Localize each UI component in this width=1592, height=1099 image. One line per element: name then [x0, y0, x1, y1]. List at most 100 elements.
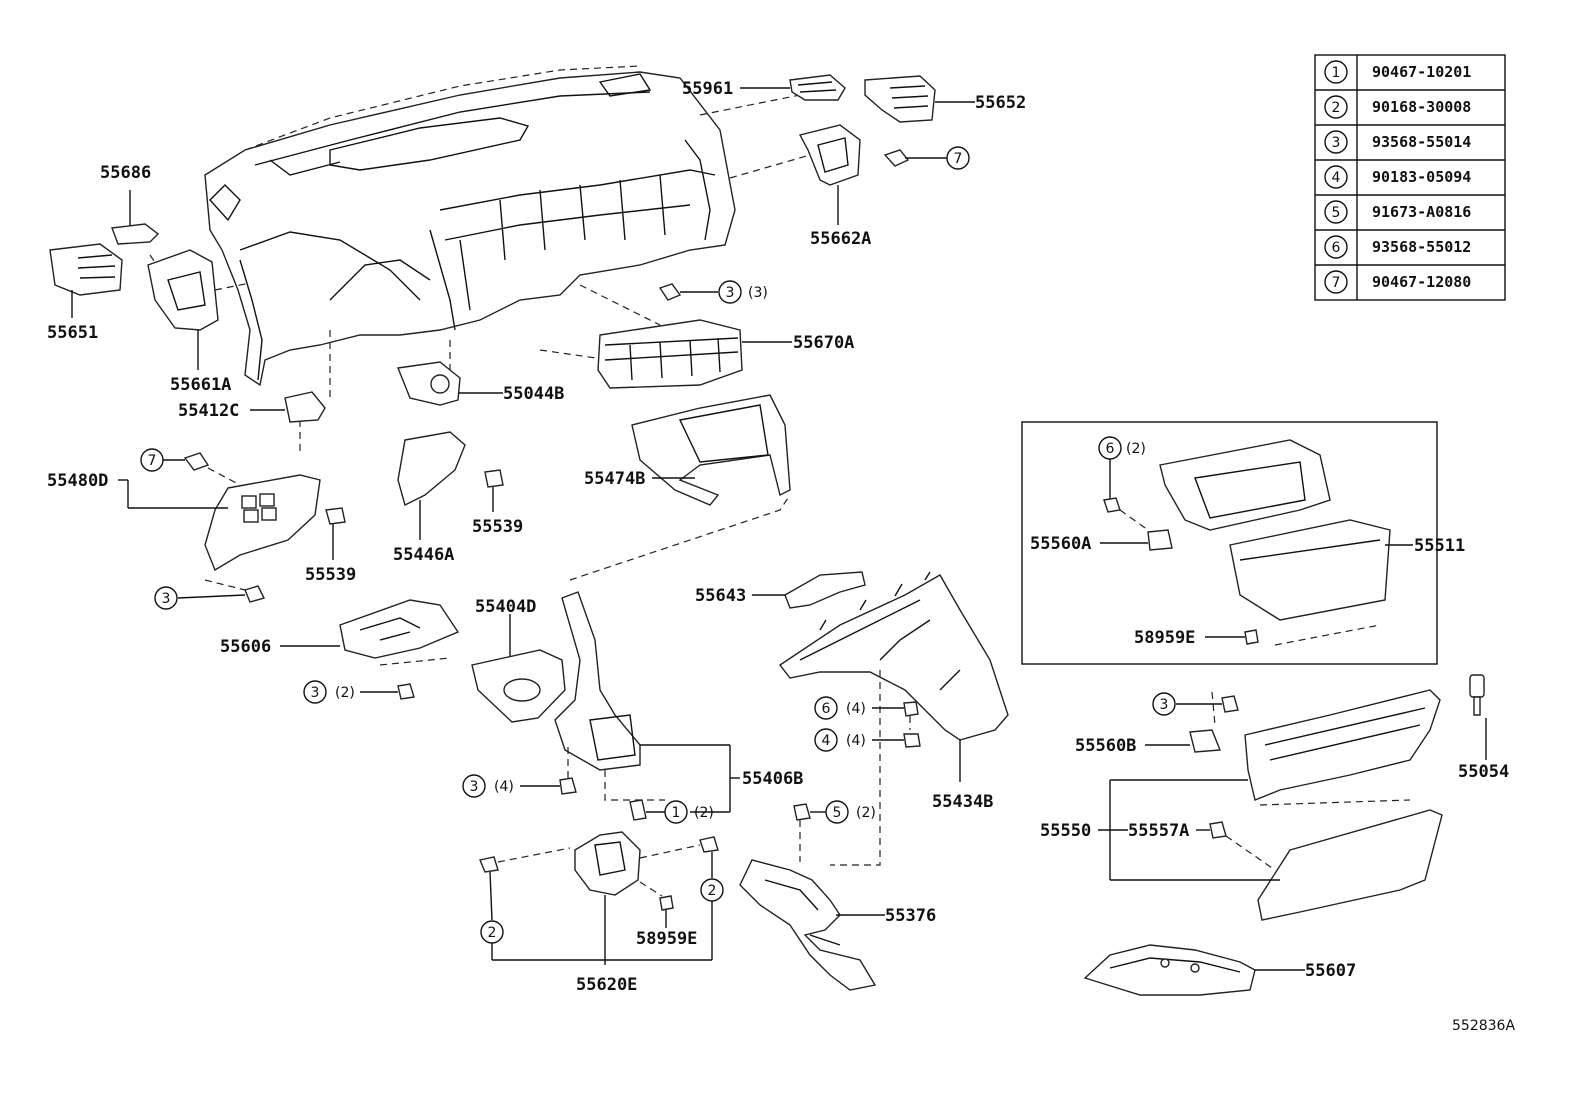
part-55412C — [284, 391, 326, 423]
svg-text:(2): (2) — [1126, 441, 1146, 457]
part-55376 — [739, 859, 877, 991]
label-55606: 55606 — [220, 637, 271, 657]
part-55539-b — [484, 469, 504, 488]
svg-text:(2): (2) — [856, 805, 876, 821]
svg-text:91673-A0816: 91673-A0816 — [1372, 203, 1471, 221]
label-55961: 55961 — [682, 79, 733, 99]
part-55480D — [204, 474, 321, 572]
part-55474B — [631, 394, 791, 506]
svg-text:90183-05094: 90183-05094 — [1372, 168, 1471, 186]
svg-text:3: 3 — [162, 591, 171, 607]
callout-c3c — [303, 680, 327, 704]
svg-text:6: 6 — [1332, 240, 1341, 256]
label-55054: 55054 — [1458, 762, 1509, 782]
table-row: 5 91673-A0816 — [1324, 200, 1471, 224]
part-55054 — [1469, 674, 1485, 716]
label-55446A: 55446A — [393, 545, 454, 565]
svg-text:90467-12080: 90467-12080 — [1372, 273, 1471, 291]
label-58959E-b: 58959E — [636, 929, 697, 949]
svg-text:2: 2 — [708, 883, 717, 899]
svg-text:(4): (4) — [494, 779, 514, 795]
label-55550: 55550 — [1040, 821, 1091, 841]
svg-text:3: 3 — [470, 779, 479, 795]
label-55557A: 55557A — [1128, 821, 1189, 841]
label-55652: 55652 — [975, 93, 1026, 113]
table-row: 6 93568-55012 — [1324, 235, 1471, 259]
svg-text:93568-55014: 93568-55014 — [1372, 133, 1471, 151]
svg-text:(4): (4) — [846, 701, 866, 717]
svg-text:7: 7 — [1332, 275, 1341, 291]
part-55662A — [798, 124, 861, 186]
part-55643 — [784, 571, 866, 609]
callout-c5a — [825, 800, 849, 824]
label-55539-a: 55539 — [305, 565, 356, 585]
label-55560A: 55560A — [1030, 534, 1091, 554]
label-55376: 55376 — [885, 906, 936, 926]
svg-text:(2): (2) — [694, 805, 714, 821]
svg-text:1: 1 — [672, 805, 681, 821]
svg-text:(4): (4) — [846, 733, 866, 749]
svg-text:3: 3 — [311, 685, 320, 701]
part-58959E-b — [659, 895, 674, 911]
part-55404D — [471, 649, 566, 723]
part-55606 — [339, 599, 460, 659]
fastener-table: 1 90467-10201 2 90168-30008 3 93568-5501… — [1314, 54, 1506, 301]
label-55607: 55607 — [1305, 961, 1356, 981]
callout-c4a — [814, 728, 838, 752]
label-55406B: 55406B — [742, 769, 803, 789]
svg-text:7: 7 — [148, 453, 157, 469]
svg-text:1: 1 — [1332, 65, 1341, 81]
label-55661A: 55661A — [170, 375, 231, 395]
part-55670A — [597, 319, 743, 389]
svg-text:(3): (3) — [748, 285, 768, 301]
label-55474B: 55474B — [584, 469, 645, 489]
svg-text:6: 6 — [822, 701, 831, 717]
table-row: 3 93568-55014 — [1324, 130, 1471, 154]
part-55651 — [49, 243, 123, 296]
svg-text:4: 4 — [822, 733, 831, 749]
label-55643: 55643 — [695, 586, 746, 606]
part-55044B — [397, 361, 461, 406]
label-55686: 55686 — [100, 163, 151, 183]
svg-text:2: 2 — [488, 925, 497, 941]
part-55686 — [111, 223, 160, 245]
label-55044B: 55044B — [503, 384, 564, 404]
part-55661A — [147, 249, 219, 331]
label-55511: 55511 — [1414, 536, 1465, 556]
part-55652 — [864, 75, 936, 123]
label-55412C: 55412C — [178, 401, 239, 421]
callout-c7b — [140, 448, 164, 472]
instrument-panel-drawing — [204, 65, 736, 387]
svg-text:(2): (2) — [335, 685, 355, 701]
part-55446A — [397, 431, 466, 507]
svg-text:3: 3 — [726, 285, 735, 301]
callout-c6b — [814, 696, 838, 720]
part-55607 — [1083, 944, 1256, 996]
part-55961 — [789, 74, 846, 101]
label-55651: 55651 — [47, 323, 98, 343]
svg-text:3: 3 — [1332, 135, 1341, 151]
svg-text:3: 3 — [1160, 697, 1169, 713]
callout-c3b — [154, 586, 178, 610]
table-row: 7 90467-12080 — [1324, 270, 1471, 294]
label-55560B: 55560B — [1075, 736, 1136, 756]
label-55480D: 55480D — [47, 471, 108, 491]
label-55539-b: 55539 — [472, 517, 523, 537]
part-55620E — [574, 831, 641, 896]
diagram-code: 552836A — [1452, 1018, 1515, 1034]
table-row: 1 90467-10201 — [1324, 60, 1471, 84]
svg-text:90168-30008: 90168-30008 — [1372, 98, 1471, 116]
part-55550 — [1244, 689, 1443, 921]
svg-text:93568-55012: 93568-55012 — [1372, 238, 1471, 256]
part-55560B — [1189, 729, 1222, 753]
group-55511-box — [1021, 421, 1438, 665]
svg-text:90467-10201: 90467-10201 — [1372, 63, 1471, 81]
part-55560A — [1147, 529, 1173, 551]
part-55406B — [554, 591, 641, 771]
table-row: 2 90168-30008 — [1324, 95, 1471, 119]
svg-text:6: 6 — [1106, 441, 1115, 457]
part-55539-a — [325, 507, 346, 525]
label-55620E: 55620E — [576, 975, 637, 995]
